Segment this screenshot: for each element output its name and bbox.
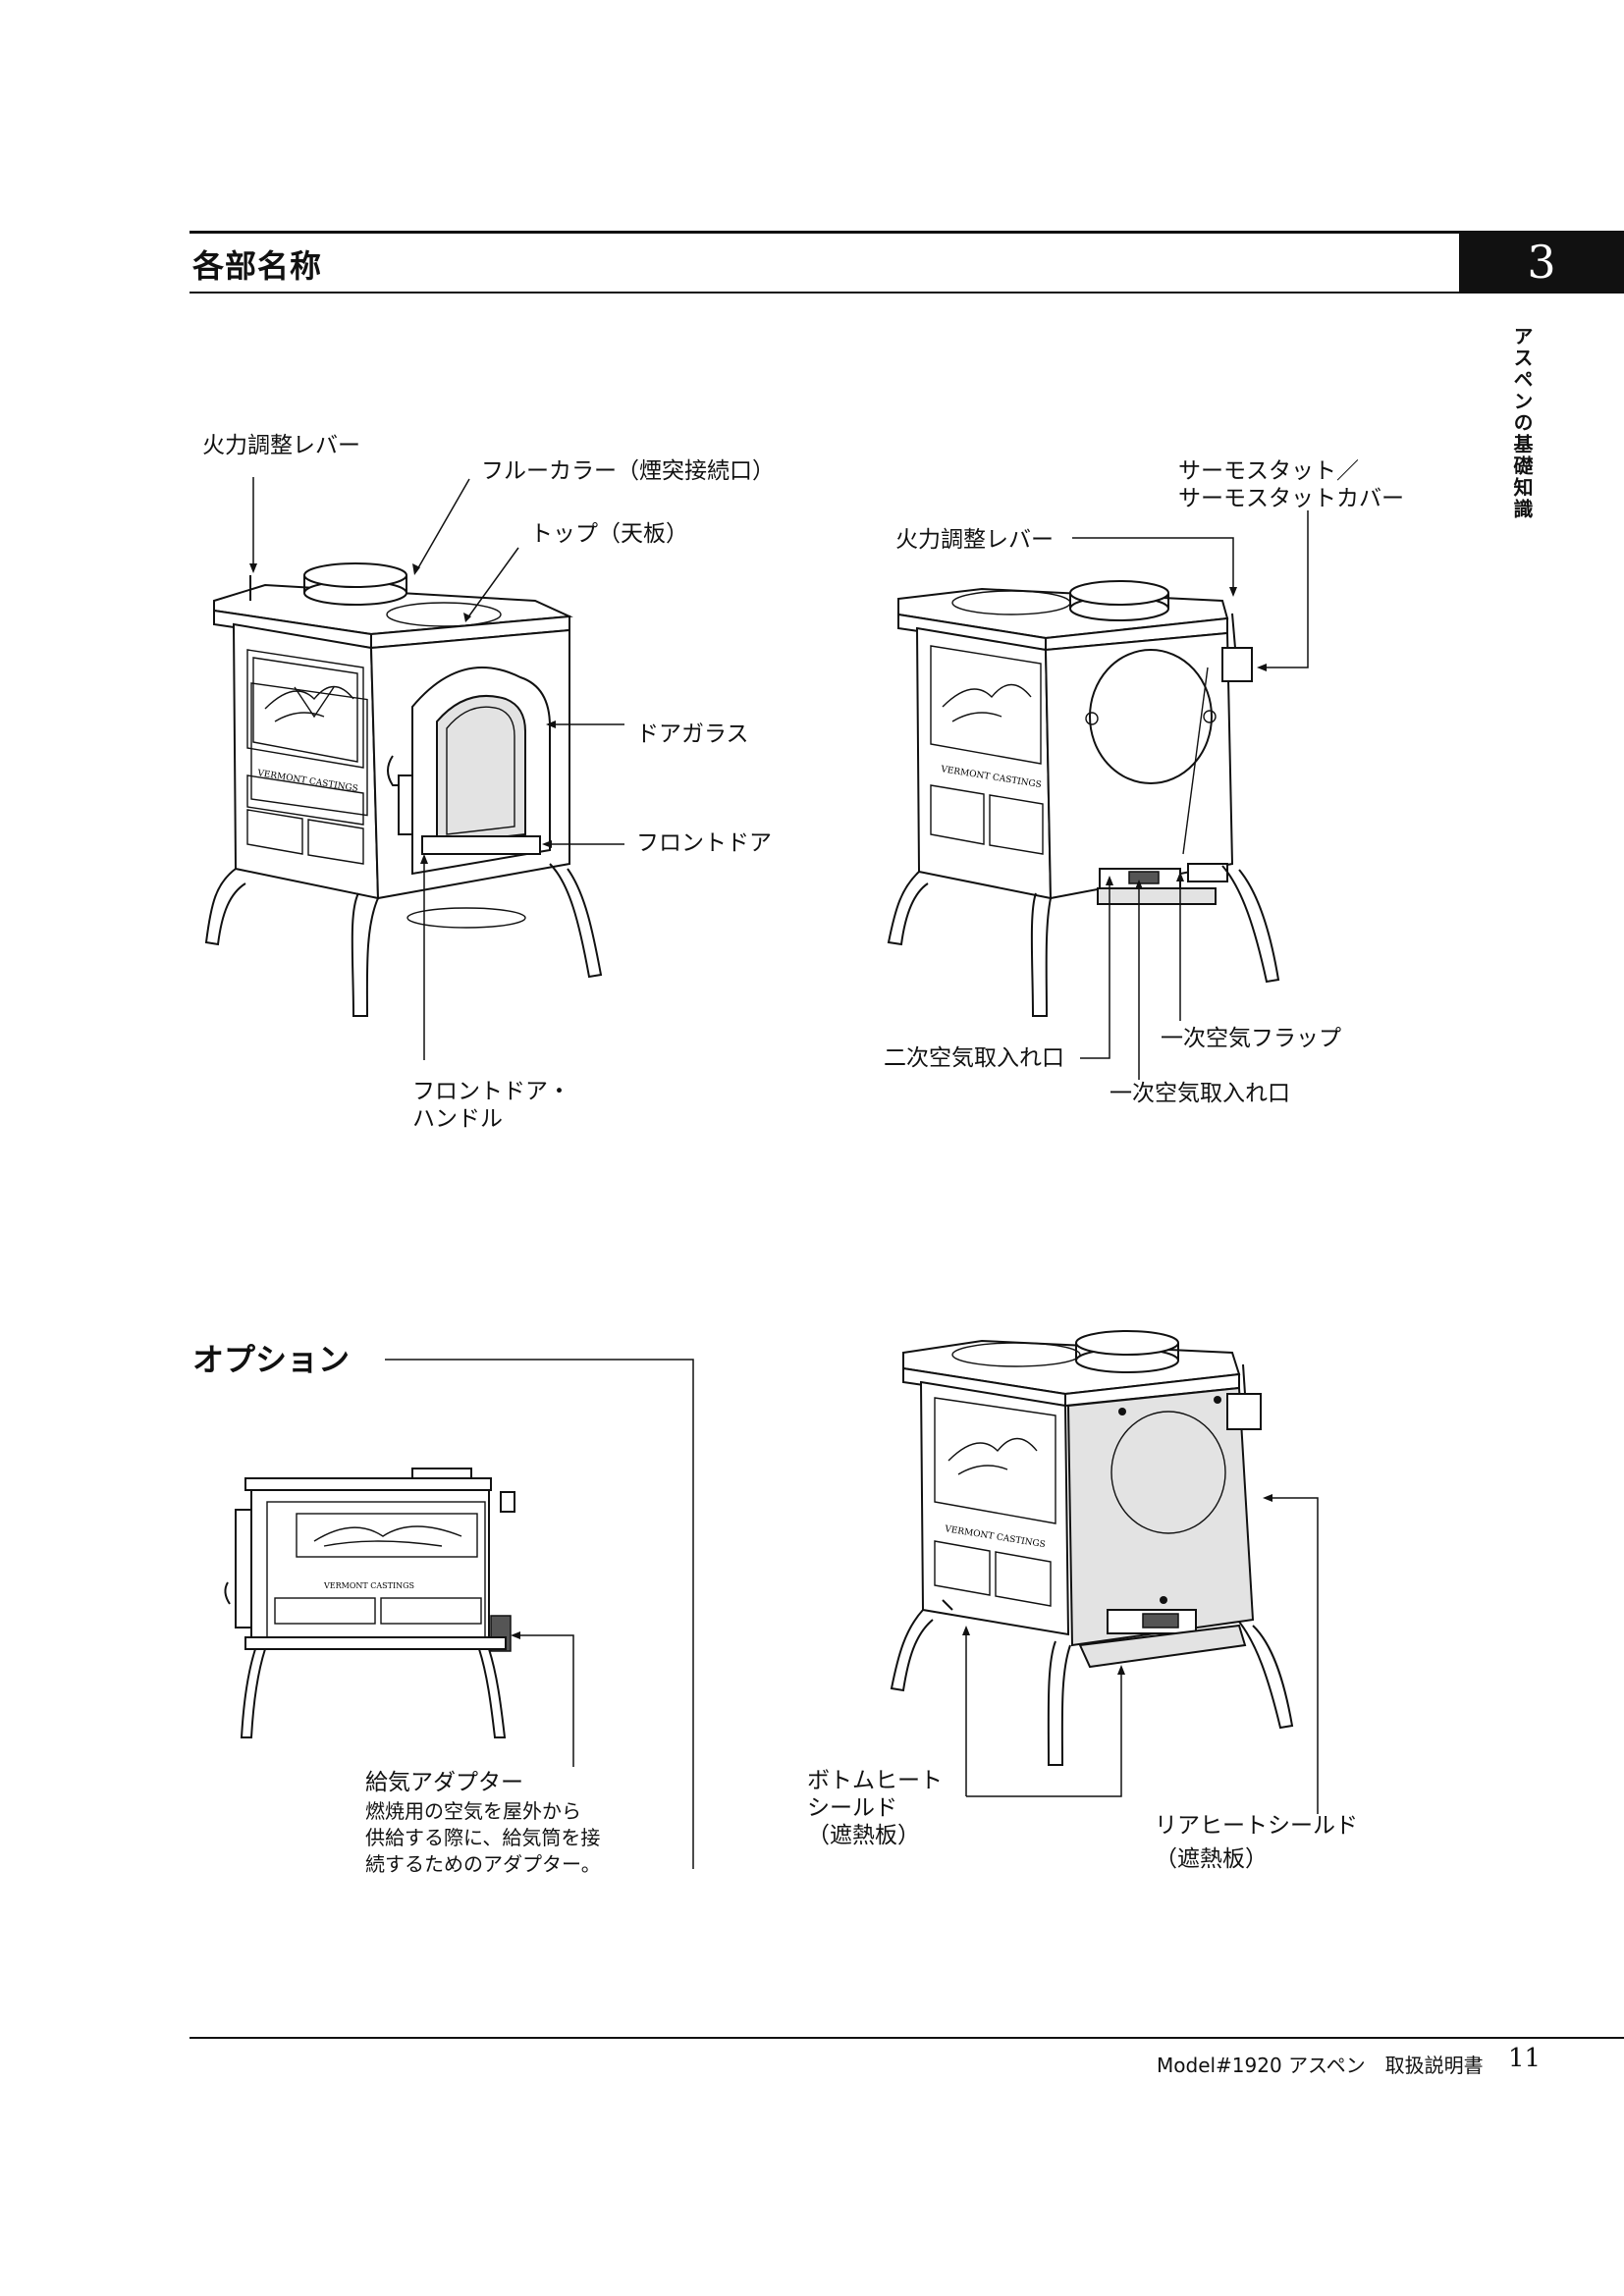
brand-plate-rear: VERMONT CASTINGS — [940, 765, 1043, 790]
label-damper-lever-front: 火力調整レバー — [202, 433, 360, 458]
label-top-plate: トップ（天板） — [530, 521, 688, 547]
brand-plate-shielded: VERMONT CASTINGS — [944, 1524, 1047, 1550]
label-door-glass: ドアガラス — [636, 721, 749, 747]
label-front-door: フロントドア — [636, 830, 772, 856]
air-adapter-description: 燃焼用の空気を屋外から 供給する際に、給気筒を接 続するためのアダプター。 — [365, 1799, 601, 1876]
chapter-number-box: 3 — [1459, 231, 1624, 294]
label-damper-lever-rear: 火力調整レバー — [895, 527, 1054, 553]
label-rear-heat-shield-sub: （遮熱板） — [1155, 1846, 1268, 1872]
label-bottom-heat-shield: ボトムヒート シールド （遮熱板） — [807, 1768, 943, 1848]
chapter-number: 3 — [1527, 236, 1556, 289]
label-rear-heat-shield: リアヒートシールド — [1155, 1813, 1358, 1839]
label-thermostat: サーモスタット／ サーモスタットカバー — [1178, 458, 1404, 511]
header-rule-top — [189, 231, 1624, 234]
label-primary-air-flap: 一次空気フラップ — [1161, 1026, 1341, 1051]
stove-front-illustration: VERMONT CASTINGS — [204, 562, 603, 1017]
brand-plate: VERMONT CASTINGS — [256, 769, 359, 794]
brand-plate-side: VERMONT CASTINGS — [323, 1581, 414, 1590]
header-rule-bottom — [189, 292, 1624, 294]
section-title: 各部名称 — [192, 247, 323, 285]
page-number: 11 — [1508, 2044, 1542, 2073]
chapter-vertical-title: アスペンの基礎知識 — [1510, 326, 1534, 520]
label-air-adapter: 給気アダプター — [365, 1770, 523, 1795]
label-secondary-air-inlet: 二次空気取入れ口 — [884, 1045, 1064, 1071]
footer-model-title: Model#1920 アスペン 取扱説明書 — [1157, 2054, 1484, 2077]
stove-side-illustration: VERMONT CASTINGS — [224, 1468, 515, 1738]
label-front-door-handle: フロントドア・ ハンドル — [412, 1079, 570, 1132]
label-primary-air-inlet: 一次空気取入れ口 — [1110, 1081, 1290, 1106]
stove-rear-illustration: VERMONT CASTINGS — [887, 580, 1280, 1017]
stove-shielded-illustration: VERMONT CASTINGS — [890, 1330, 1294, 1766]
footer-rule — [189, 2037, 1624, 2039]
options-title: オプション — [192, 1341, 351, 1378]
label-flue-collar: フルーカラー（煙突接続口） — [481, 458, 775, 484]
